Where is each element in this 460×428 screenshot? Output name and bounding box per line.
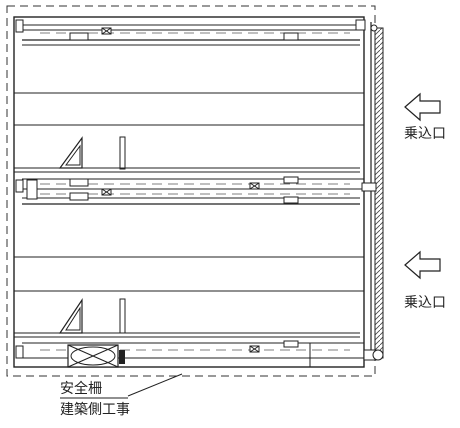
upper-triangle-bracket <box>58 136 83 169</box>
entrance-label-lower: 乗込口 <box>404 295 446 311</box>
middle-rail <box>22 176 364 205</box>
arrow-left-icon <box>404 92 441 122</box>
safety-fence-boundary <box>6 5 376 377</box>
top-rail <box>22 24 364 46</box>
cage-frame <box>13 16 365 368</box>
lower-floor-boards <box>14 256 364 338</box>
brackets <box>15 19 384 361</box>
lower-triangle-bracket <box>58 298 83 334</box>
note-leader-line <box>127 373 183 397</box>
note-building-work: 建築側工事 <box>60 402 130 418</box>
entrance-label-upper: 乗込口 <box>404 126 446 142</box>
arrow-left-icon <box>404 250 441 280</box>
upper-post <box>119 136 126 170</box>
note-safety-fence: 安全柵 <box>60 381 102 397</box>
shaft-wall <box>374 27 384 359</box>
equipment-box <box>67 344 125 368</box>
lower-post <box>119 298 126 334</box>
